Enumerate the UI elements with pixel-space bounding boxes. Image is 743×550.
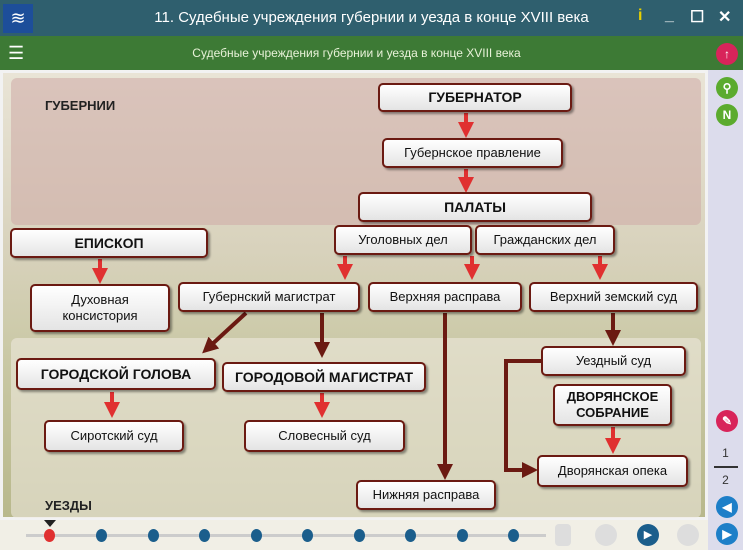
maximize-button[interactable]: ☐ — [690, 9, 705, 26]
zone-label-districts: УЕЗДЫ — [45, 498, 92, 513]
box-lower-rasprava: Нижняя расправа — [356, 480, 496, 510]
timeline-step-3[interactable] — [148, 529, 159, 542]
box-civil: Гражданских дел — [475, 225, 615, 255]
box-criminal: Уголовных дел — [334, 225, 472, 255]
prev-page-button[interactable]: ◀ — [716, 496, 738, 518]
box-verbal-court: Словесный суд — [244, 420, 405, 452]
timeline-step-8[interactable] — [405, 529, 416, 542]
title-bar: ≋ 11. Судебные учреждения губернии и уез… — [0, 0, 743, 36]
tool-icon[interactable]: ✎ — [716, 410, 738, 432]
arrows-layer — [92, 113, 621, 480]
timeline-step-4[interactable] — [199, 529, 210, 542]
stop-button[interactable] — [555, 524, 571, 546]
box-chambers: ПАЛАТЫ — [358, 192, 592, 222]
timeline-track — [26, 534, 546, 537]
timeline-step-5[interactable] — [251, 529, 262, 542]
box-bishop: ЕПИСКОП — [10, 228, 208, 258]
subtitle: Судебные учреждения губернии и уезда в к… — [192, 46, 521, 60]
minimize-button[interactable]: _ — [665, 7, 674, 24]
box-gov-board: Губернское правление — [382, 138, 563, 168]
timeline-step-7[interactable] — [354, 529, 365, 542]
page-current: 1 — [722, 446, 729, 460]
search-icon[interactable]: ⚲ — [716, 77, 738, 99]
zone-label-provinces: ГУБЕРНИИ — [45, 98, 116, 113]
box-magistrate: Губернский магистрат — [178, 282, 360, 312]
box-governor: ГУБЕРНАТОР — [378, 83, 572, 112]
box-consistory: Духовная консистория — [30, 284, 170, 332]
info-button[interactable]: i — [638, 7, 643, 24]
menu-icon[interactable]: ☰ — [8, 43, 25, 63]
current-step-marker-icon — [44, 520, 56, 527]
box-upper-zemsky: Верхний земский суд — [529, 282, 698, 312]
pager-divider — [714, 466, 738, 468]
rewind-icon[interactable] — [595, 524, 617, 546]
timeline: ▶ — [0, 520, 708, 550]
arrow — [202, 311, 248, 354]
play-button[interactable]: ▶ — [637, 524, 659, 546]
timeline-step-6[interactable] — [302, 529, 313, 542]
window-title: 11. Судебные учреждения губернии и уезда… — [154, 9, 589, 26]
box-city-head: ГОРОДСКОЙ ГОЛОВА — [16, 358, 216, 390]
timeline-step-9[interactable] — [457, 529, 468, 542]
page-total: 2 — [722, 473, 729, 487]
app-logo-icon: ≋ — [3, 4, 33, 33]
download-icon[interactable] — [677, 524, 699, 546]
timeline-step-1[interactable] — [44, 529, 55, 542]
box-noble-assembly: ДВОРЯНСКОЕ СОБРАНИЕ — [553, 384, 672, 426]
arrow — [504, 359, 541, 478]
upload-icon[interactable]: ↑ — [716, 43, 738, 65]
box-city-magistrate: ГОРОДОВОЙ МАГИСТРАТ — [222, 362, 426, 392]
close-button[interactable]: ✕ — [718, 9, 732, 26]
box-upper-rasprava: Верхняя расправа — [368, 282, 522, 312]
right-toolbar: ↑ ⚲ N ✎ 1 2 ◀ ▶ — [708, 43, 743, 550]
box-orphan-court: Сиротский суд — [44, 420, 184, 452]
header-bar: ☰ Судебные учреждения губернии и уезда в… — [0, 36, 743, 70]
box-noble-guardianship: Дворянская опека — [537, 455, 688, 487]
timeline-step-2[interactable] — [96, 529, 107, 542]
timeline-step-10[interactable] — [508, 529, 519, 542]
notes-icon[interactable]: N — [716, 104, 738, 126]
next-page-button[interactable]: ▶ — [716, 523, 738, 545]
box-district-court: Уездный суд — [541, 346, 686, 376]
